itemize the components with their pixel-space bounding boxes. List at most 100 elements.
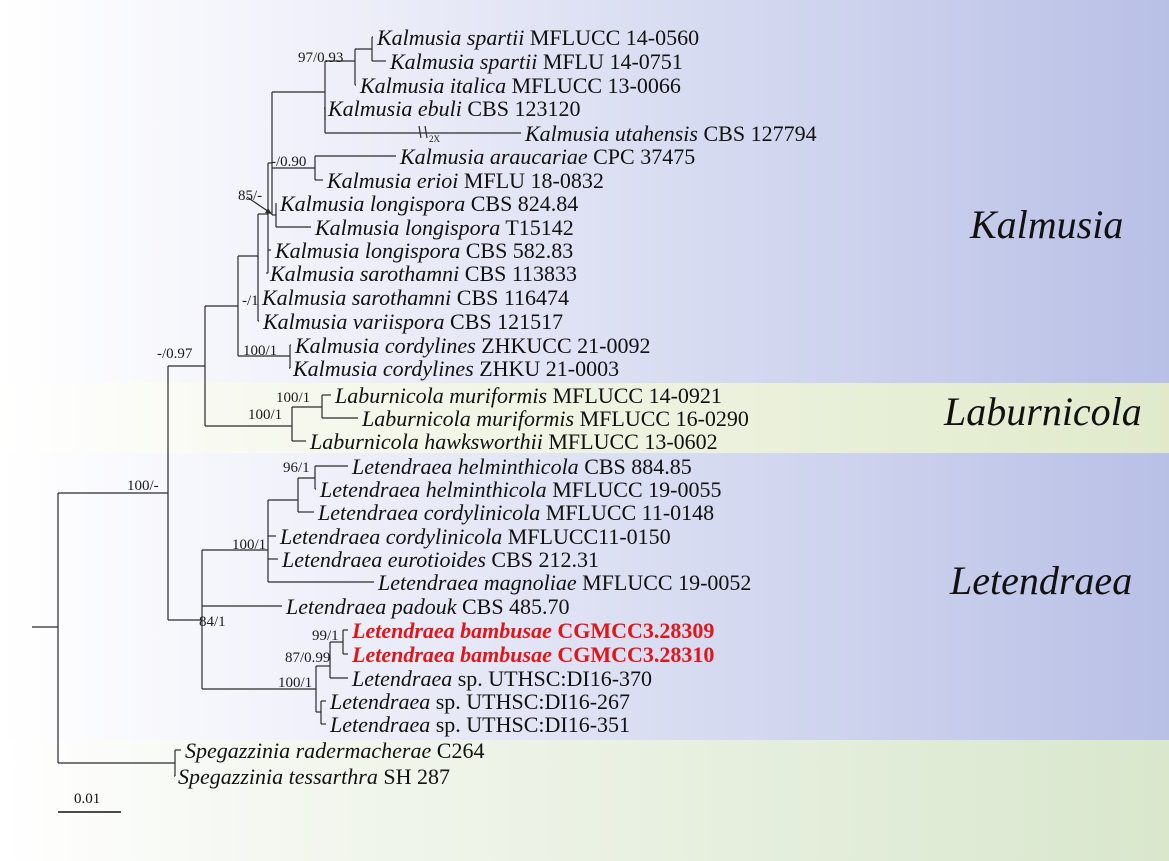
scale-bar: 0.01 bbox=[58, 791, 121, 813]
strain-id: MFLUCC 11-0148 bbox=[540, 500, 714, 525]
taxon-name: Letendraea bbox=[329, 712, 430, 737]
taxon-label: Letendraea cordylinicola MFLUCC 11-0148 bbox=[317, 500, 714, 525]
taxon-name: Letendraea bbox=[351, 618, 455, 643]
taxon-name: Letendraea bbox=[377, 570, 478, 595]
taxon-name: Kalmusia bbox=[261, 285, 346, 310]
strain-id: MFLU 18-0832 bbox=[458, 168, 603, 193]
taxon-name: Kalmusia bbox=[326, 168, 411, 193]
strain-id: ZHKU 21-0003 bbox=[474, 356, 619, 381]
taxon-label: Kalmusia spartii MFLUCC 14-0560 bbox=[376, 25, 699, 50]
clade-label-letendraea: Letendraea bbox=[949, 558, 1132, 603]
taxon-name: araucariae bbox=[484, 144, 588, 169]
taxon-name: cordylinicola bbox=[418, 500, 540, 525]
strain-id: MFLUCC 16-0290 bbox=[574, 406, 749, 431]
taxon-name: Kalmusia bbox=[269, 261, 354, 286]
support-value: 100/- bbox=[127, 478, 159, 494]
taxon-label: Letendraea bambusae CGMCC3.28309 bbox=[351, 618, 714, 643]
taxon-name: utahensis bbox=[609, 121, 698, 146]
strain-id: sp. UTHSC:DI16-370 bbox=[452, 666, 652, 691]
taxon-name: Letendraea bbox=[351, 666, 452, 691]
laburnicola-band bbox=[0, 383, 1169, 453]
taxon-label: Kalmusia sarothamni CBS 113833 bbox=[269, 261, 577, 286]
taxon-label: Spegazzinia radermacherae C264 bbox=[185, 738, 484, 763]
taxon-name: italica bbox=[444, 73, 506, 98]
kalmusia-band bbox=[0, 0, 1169, 383]
taxon-name: tessarthra bbox=[283, 764, 378, 789]
strain-id: MFLUCC 13-0602 bbox=[543, 429, 718, 454]
taxon-name: Letendraea bbox=[319, 477, 420, 502]
taxon-name: Kalmusia bbox=[292, 356, 377, 381]
taxon-label: Kalmusia longispora CBS 824.84 bbox=[279, 191, 578, 216]
taxon-label: Letendraea sp. UTHSC:DI16-351 bbox=[329, 712, 630, 737]
taxon-label: Laburnicola muriformis MFLUCC 16-0290 bbox=[361, 406, 749, 431]
strain-id: C264 bbox=[431, 738, 484, 763]
support-value: -/0.90 bbox=[271, 154, 306, 170]
taxon-label: Kalmusia variispora CBS 121517 bbox=[262, 309, 563, 334]
taxon-label: Letendraea padouk CBS 485.70 bbox=[285, 594, 570, 619]
taxon-name: radermacherae bbox=[290, 738, 431, 763]
taxon-name: cordylines bbox=[379, 333, 475, 358]
taxon-name: Letendraea bbox=[279, 524, 380, 549]
strain-id: CBS 582.83 bbox=[460, 238, 573, 263]
taxon-name: longispora bbox=[364, 191, 465, 216]
taxon-name: longispora bbox=[359, 238, 460, 263]
strain-id: MFLUCC 14-0921 bbox=[547, 383, 722, 408]
strain-id: CBS 212.31 bbox=[486, 547, 599, 572]
strain-id: MFLUCC 13-0066 bbox=[506, 73, 681, 98]
taxon-name: padouk bbox=[386, 594, 458, 619]
spegazzinia-band bbox=[0, 740, 1169, 861]
taxon-name: eurotioides bbox=[382, 547, 486, 572]
taxon-name: Letendraea bbox=[351, 642, 455, 667]
support-value: 85/- bbox=[238, 188, 262, 204]
taxon-label: Kalmusia ebuli CBS 123120 bbox=[327, 96, 580, 121]
taxon-label: Spegazzinia tessarthra SH 287 bbox=[178, 764, 450, 789]
support-value: -/1 bbox=[242, 293, 259, 309]
clade-label-laburnicola: Laburnicola bbox=[943, 389, 1142, 434]
taxon-name: Letendraea bbox=[351, 454, 452, 479]
taxon-name: Kalmusia bbox=[376, 25, 461, 50]
support-value: 87/0.99 bbox=[285, 650, 330, 666]
break-tick-1 bbox=[418, 125, 422, 139]
taxon-name: Letendraea bbox=[329, 689, 430, 714]
taxon-label: Letendraea helminthicola MFLUCC 19-0055 bbox=[319, 477, 721, 502]
strain-id: CBS 121517 bbox=[445, 309, 564, 334]
strain-id: CBS 116474 bbox=[451, 285, 569, 310]
taxon-name: Kalmusia bbox=[274, 238, 359, 263]
strain-id: T15142 bbox=[500, 215, 574, 240]
break-label: 2X bbox=[429, 134, 441, 144]
taxon-label: Kalmusia erioi MFLU 18-0832 bbox=[326, 168, 604, 193]
taxon-name: helminthicola bbox=[452, 454, 578, 479]
taxon-label: Kalmusia utahensis CBS 127794 bbox=[524, 121, 817, 146]
strain-id: SH 287 bbox=[378, 764, 450, 789]
support-pointer-head bbox=[265, 208, 272, 214]
clade-label-kalmusia: Kalmusia bbox=[969, 202, 1123, 247]
support-value: 100/1 bbox=[248, 407, 282, 423]
break-tick-2 bbox=[424, 125, 428, 139]
taxon-name: Kalmusia bbox=[399, 144, 484, 169]
taxon-name: cordylinicola bbox=[380, 524, 502, 549]
taxon-name: muriformis bbox=[471, 406, 574, 431]
taxon-name: hawksworthii bbox=[419, 429, 543, 454]
strain-id: CBS 824.84 bbox=[465, 191, 578, 216]
taxon-name: Letendraea bbox=[285, 594, 386, 619]
taxon-name: Kalmusia bbox=[262, 309, 347, 334]
taxon-label: Kalmusia spartii MFLU 14-0751 bbox=[389, 49, 683, 74]
branch-break-marker: 2X bbox=[418, 125, 441, 144]
taxon-name: Kalmusia bbox=[314, 215, 399, 240]
scale-bar-label: 0.01 bbox=[74, 791, 100, 807]
strain-id: CBS 123120 bbox=[462, 96, 581, 121]
taxon-label: Laburnicola muriformis MFLUCC 14-0921 bbox=[334, 383, 722, 408]
taxon-name: bambusae bbox=[455, 642, 552, 667]
taxon-name: Letendraea bbox=[317, 500, 418, 525]
support-value: 97/0.93 bbox=[298, 50, 343, 66]
taxon-label: Letendraea bambusae CGMCC3.28310 bbox=[351, 642, 714, 667]
taxon-name: Kalmusia bbox=[279, 191, 364, 216]
support-value: 100/1 bbox=[243, 343, 277, 359]
taxon-name: helminthicola bbox=[420, 477, 546, 502]
taxon-name: cordylines bbox=[377, 356, 473, 381]
taxon-name: magnoliae bbox=[478, 570, 577, 595]
taxon-label: Kalmusia sarothamni CBS 116474 bbox=[261, 285, 569, 310]
taxon-name: Kalmusia bbox=[524, 121, 609, 146]
taxon-name: spartii bbox=[461, 25, 524, 50]
